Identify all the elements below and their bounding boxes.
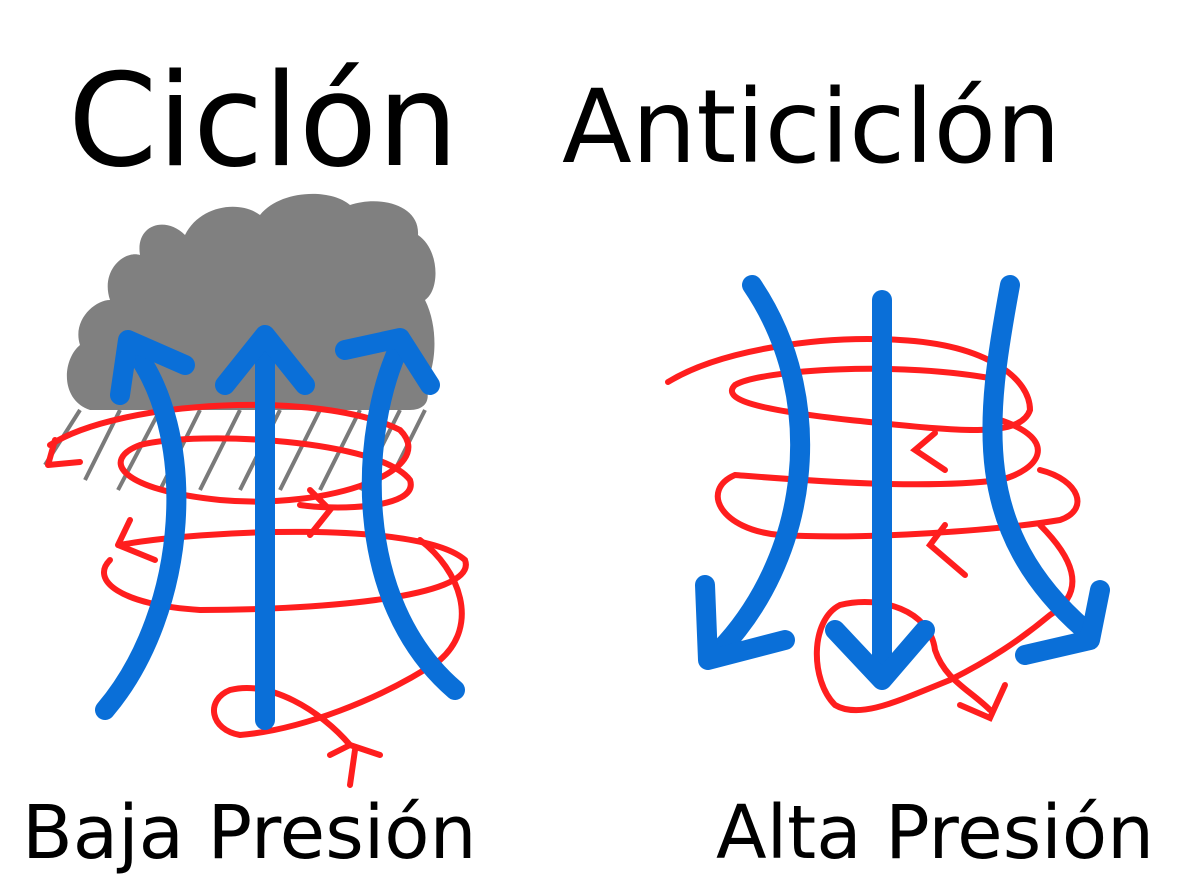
cyclone-rising-arrows <box>95 325 465 730</box>
anticyclone-group <box>665 275 1110 722</box>
cyclone-group <box>43 193 469 788</box>
anticyclone-sinking-arrows <box>695 275 1110 690</box>
low-pressure-label: Baja Presión <box>22 790 476 876</box>
anticyclone-rotation-spiral <box>665 336 1081 722</box>
high-pressure-label: Alta Presión <box>716 790 1154 876</box>
anticyclone-title: Anticiclón <box>562 68 1061 187</box>
cyclone-title: Ciclón <box>68 47 458 196</box>
